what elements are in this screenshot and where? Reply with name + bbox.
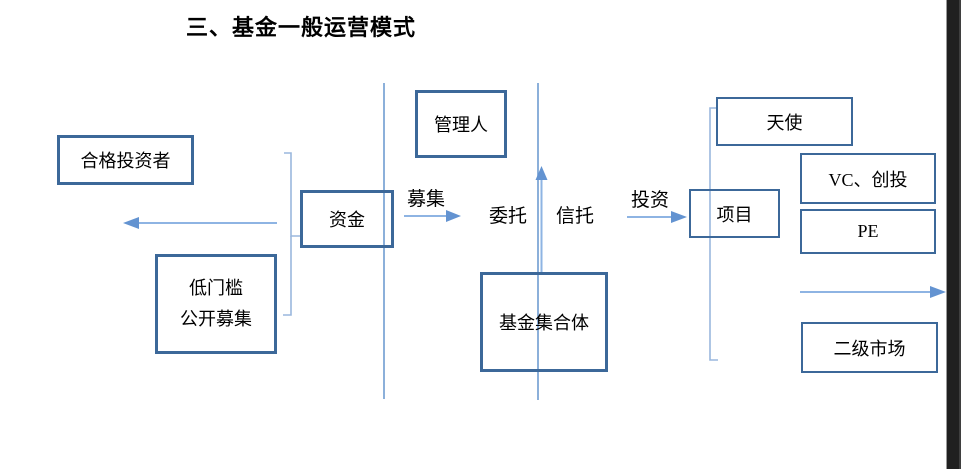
box-project: 项目 <box>689 189 780 238</box>
box-low-threshold-public-raise: 低门槛 公开募集 <box>155 254 277 354</box>
box-low-threshold-line1: 低门槛 <box>189 278 243 299</box>
label-raise: 募集 <box>407 189 446 210</box>
box-project-label: 项目 <box>716 204 753 225</box>
label-entrust: 委托 <box>489 206 528 227</box>
raise-arrow-head-icon <box>446 210 461 222</box>
up-arrow-head-icon <box>535 166 548 180</box>
box-low-threshold-line2: 公开募集 <box>180 309 252 329</box>
box-pe: PE <box>800 209 936 254</box>
invest-arrow-head-icon <box>671 211 687 223</box>
box-pe-label: PE <box>857 221 879 241</box>
box-qualified-investors: 合格投资者 <box>57 135 194 185</box>
box-manager-label: 管理人 <box>434 115 488 135</box>
box-secondary-market: 二级市场 <box>801 322 938 373</box>
box-vc-label: VC、创投 <box>828 169 908 190</box>
box-funds: 资金 <box>300 190 394 248</box>
left-bracket-bottom <box>283 236 292 316</box>
box-fund-pool: 基金集合体 <box>480 272 608 372</box>
box-manager: 管理人 <box>415 90 507 158</box>
box-fund-pool-label: 基金集合体 <box>499 313 589 333</box>
box-secondary-market-label: 二级市场 <box>833 338 906 359</box>
left-arrow-head-icon <box>123 217 139 229</box>
label-trust: 信托 <box>556 206 595 227</box>
box-angel: 天使 <box>716 97 853 146</box>
left-bracket-top <box>284 152 301 237</box>
right-edge-dark-strip <box>946 0 961 469</box>
label-invest: 投资 <box>631 190 670 211</box>
box-qualified-investors-label: 合格投资者 <box>80 151 171 171</box>
page-title: 三、基金一般运营模式 <box>186 15 417 40</box>
box-vc: VC、创投 <box>800 153 936 204</box>
box-funds-label: 资金 <box>329 210 365 230</box>
exit-arrow-head-icon <box>930 286 946 298</box>
box-angel-label: 天使 <box>766 112 803 133</box>
